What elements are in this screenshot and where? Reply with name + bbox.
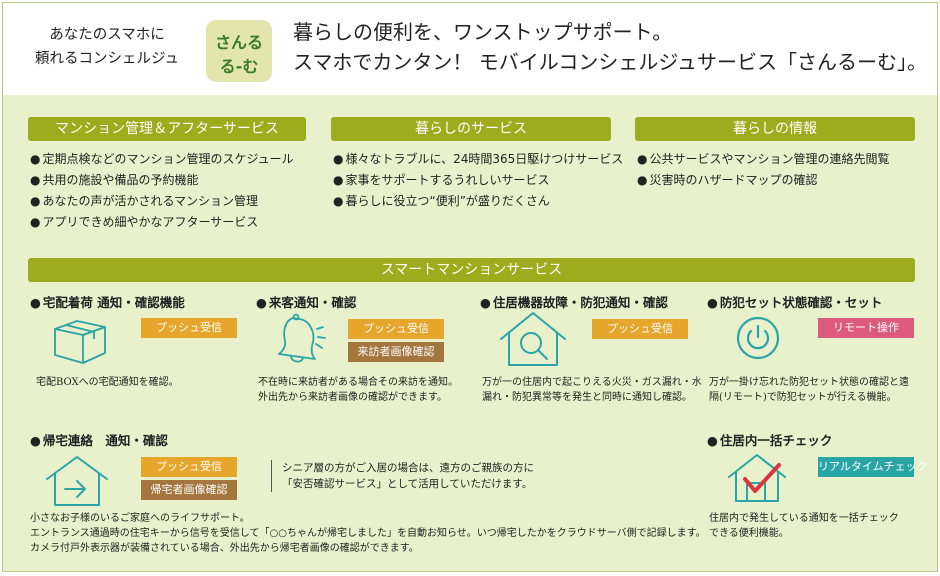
desc-line: 宅配BOXへの宅配通知を確認。 xyxy=(36,377,179,388)
feature-title-visitor: 来客通知・確認 xyxy=(256,292,357,311)
living-service-list: 様々なトラブルに、24時間365日駆けつけサービス 家事をサポートするうれしいサ… xyxy=(333,149,623,212)
logo-line2: る-む xyxy=(219,57,259,76)
push-badge: プッシュ受信 xyxy=(592,319,688,339)
push-badge: プッシュ受信 xyxy=(348,319,444,339)
tagline-line2: 頼れるコンシェルジュ xyxy=(35,51,179,67)
list-item: アプリできめ細やかなアフターサービス xyxy=(30,212,294,233)
section-bar-smart-mansion: スマートマンションサービス xyxy=(28,258,915,282)
list-item: 定期点検などのマンション管理のスケジュール xyxy=(30,149,293,170)
management-list: 定期点検などのマンション管理のスケジュール 共用の施設や備品の予約機能 あなたの… xyxy=(30,149,294,233)
section-bar-management: マンション管理＆アフターサービス xyxy=(28,117,306,141)
feature-desc-visitor: 不在時に来訪者がある場合その来訪を通知。 外出先から来訪者画像の確認ができます。 xyxy=(258,375,458,405)
push-badge: プッシュ受信 xyxy=(141,457,237,477)
tagline-line1: あなたのスマホに xyxy=(49,27,165,43)
section-bar-living-service: 暮らしのサービス xyxy=(331,117,611,141)
desc-line: 小さなお子様のいるご家庭へのライフサポート。 xyxy=(30,513,250,524)
feature-title-return-home: 帰宅連絡 通知・確認 xyxy=(30,430,168,449)
desc-line: 不在時に来訪者がある場合その来訪を通知。 xyxy=(258,377,458,388)
list-item: 公共サービスやマンション管理の連絡先閲覧 xyxy=(637,149,889,170)
note-line: シニア層の方がご入居の場合は、遠方のご親族の方に xyxy=(282,462,534,474)
feature-desc-security: 万が一掛け忘れた防犯セット状態の確認と遠 隔(リモート)で防犯セットが行える機能… xyxy=(709,375,909,405)
remote-operation-badge: リモート操作 xyxy=(818,318,914,338)
feature-title-delivery: 宅配着荷 通知・確認機能 xyxy=(30,292,185,311)
feature-desc-home-check: 住居内で発生している通知を一括チェック できる便利機能。 xyxy=(709,511,899,541)
desc-line: 万が一掛け忘れた防犯セット状態の確認と遠 xyxy=(709,377,909,388)
feature-desc-return-home: 小さなお子様のいるご家庭へのライフサポート。 エントランス通過時の住宅キーから信… xyxy=(30,511,706,556)
return-image-badge: 帰宅者画像確認 xyxy=(141,480,237,500)
desc-line: カメラ付戸外表示器が装備されている場合、外出先から帰宅者画像の確認ができます。 xyxy=(30,543,419,554)
visitor-image-badge: 来訪者画像確認 xyxy=(348,342,444,362)
feature-title-equipment: 住居機器故障・防犯通知・確認 xyxy=(480,292,668,311)
desc-line: 万が一の住居内で起こりえる火災・ガス漏れ・水 xyxy=(482,377,702,388)
header: あなたのスマホに 頼れるコンシェルジュ さんる る-む 暮らしの便利を、ワンスト… xyxy=(3,3,937,95)
list-item: あなたの声が活かされるマンション管理 xyxy=(30,191,294,212)
package-box-icon xyxy=(54,320,106,364)
sunroom-logo: さんる る-む xyxy=(206,20,272,82)
desc-line: 隔(リモート)で防犯セットが行える機能。 xyxy=(709,392,897,403)
list-item: 様々なトラブルに、24時間365日駆けつけサービス xyxy=(333,149,623,170)
tagline: あなたのスマホに 頼れるコンシェルジュ xyxy=(17,23,197,71)
desc-line: できる便利機能。 xyxy=(709,528,789,539)
headline: 暮らしの便利を、ワンストップサポート。 スマホでカンタン！ モバイルコンシェルジ… xyxy=(293,17,927,77)
list-item: 暮らしに役立つ“便利”が盛りだくさん xyxy=(333,191,623,212)
logo-line1: さんる xyxy=(214,33,263,52)
push-badge: プッシュ受信 xyxy=(141,318,237,338)
desc-line: 住居内で発生している通知を一括チェック xyxy=(709,513,899,524)
desc-line: 外出先から来訪者画像の確認ができます。 xyxy=(258,392,447,403)
note-line: 「安否確認サービス」として活用していただけます。 xyxy=(282,478,533,490)
headline-line2: スマホでカンタン！ モバイルコンシェルジュサービス「さんるーむ」。 xyxy=(293,50,927,74)
power-button-icon xyxy=(736,316,780,360)
list-item: 災害時のハザードマップの確認 xyxy=(637,170,890,191)
senior-note: シニア層の方がご入居の場合は、遠方のご親族の方に 「安否確認サービス」として活用… xyxy=(271,460,534,492)
realtime-check-badge: リアルタイムチェック xyxy=(818,457,928,477)
list-item: 共用の施設や備品の予約機能 xyxy=(30,170,294,191)
feature-desc-delivery: 宅配BOXへの宅配通知を確認。 xyxy=(36,375,179,390)
feature-title-security: 防犯セット状態確認・セット xyxy=(707,292,883,311)
headline-line1: 暮らしの便利を、ワンストップサポート。 xyxy=(293,20,673,44)
section-bar-living-info: 暮らしの情報 xyxy=(635,117,915,141)
feature-desc-equipment: 万が一の住居内で起こりえる火災・ガス漏れ・水 漏れ・防犯異常等を発生と同時に通知… xyxy=(482,375,702,405)
feature-title-home-check: 住居内一括チェック xyxy=(707,430,833,449)
house-arrow-icon xyxy=(46,456,108,506)
desc-line: エントランス通過時の住宅キーから信号を受信して「○○ちゃんが帰宅しました」を自動… xyxy=(30,528,706,539)
list-item: 家事をサポートするうれしいサービス xyxy=(333,170,623,191)
desc-line: 漏れ・防犯異常等を発生と同時に通知し確認。 xyxy=(482,392,692,403)
living-info-list: 公共サービスやマンション管理の連絡先閲覧 災害時のハザードマップの確認 xyxy=(637,149,890,191)
bell-icon xyxy=(278,313,326,363)
house-search-icon xyxy=(500,312,566,366)
house-check-icon xyxy=(728,454,786,502)
